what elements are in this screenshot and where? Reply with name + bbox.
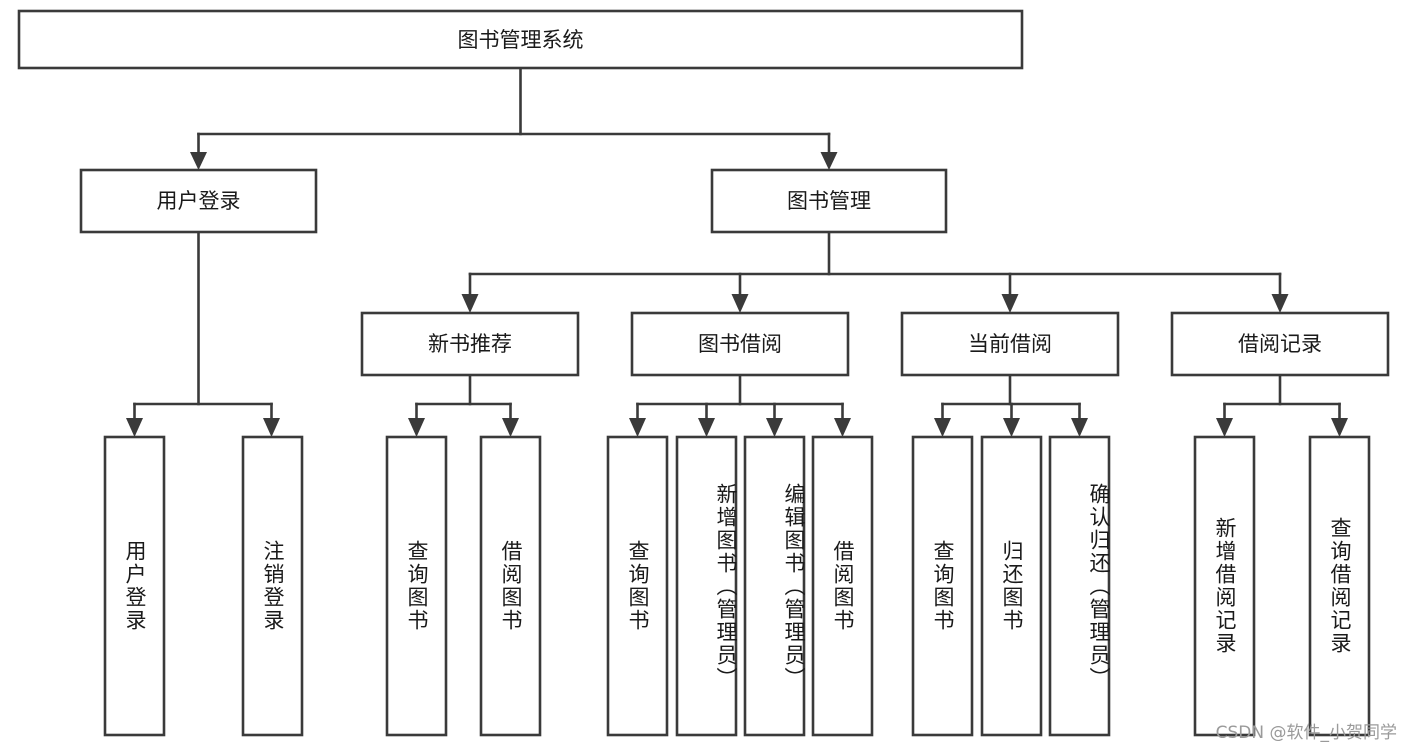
arrow-head-new-book xyxy=(461,294,479,313)
label-user-login: 用户登录 xyxy=(157,189,241,213)
arrow-head-cb-return xyxy=(1003,418,1020,437)
leaf-bb-edit-book[interactable] xyxy=(743,435,806,737)
leaf-newbook-borrow-book[interactable] xyxy=(479,435,542,737)
arrow-head-rec-add xyxy=(1216,418,1233,437)
node-layer xyxy=(17,9,1390,737)
node-new-book-recommend[interactable] xyxy=(360,311,580,377)
arrow-head-bb-edit xyxy=(766,418,783,437)
arrow-head-user-login xyxy=(190,152,207,170)
leaf-cb-query-book[interactable] xyxy=(911,435,974,737)
leaf-rec-query-record[interactable] xyxy=(1308,435,1371,737)
arrow-head-leaf-user-login xyxy=(126,418,143,437)
label-book-management: 图书管理 xyxy=(787,189,871,213)
arrow-head-newbook-borrow xyxy=(502,418,519,437)
node-borrow-records[interactable] xyxy=(1170,311,1390,377)
label-book-borrow: 图书借阅 xyxy=(698,332,782,356)
label-borrow-records: 借阅记录 xyxy=(1238,332,1322,356)
arrow-head-bb-query xyxy=(629,418,646,437)
arrow-head-book-borrow xyxy=(731,294,749,313)
node-current-borrow[interactable] xyxy=(900,311,1120,377)
arrow-head-bb-add xyxy=(698,418,715,437)
arrow-head-cb-query xyxy=(934,418,951,437)
leaf-logout[interactable] xyxy=(241,435,304,737)
arrow-head-current-borrow xyxy=(1001,294,1019,313)
leaf-bb-query-book[interactable] xyxy=(606,435,669,737)
leaf-bb-add-book[interactable] xyxy=(675,435,738,737)
node-root[interactable] xyxy=(17,9,1024,70)
leaf-bb-borrow-book[interactable] xyxy=(811,435,874,737)
label-current-borrow: 当前借阅 xyxy=(968,332,1052,356)
arrow-head-leaf-logout xyxy=(263,418,280,437)
arrow-head-cb-confirm xyxy=(1071,418,1088,437)
leaf-newbook-query-book[interactable] xyxy=(385,435,448,737)
leaf-cb-return-book[interactable] xyxy=(980,435,1043,737)
connector-layer xyxy=(126,66,1348,437)
arrow-head-bb-borrow xyxy=(834,418,851,437)
node-book-management[interactable] xyxy=(710,168,948,234)
node-book-borrow[interactable] xyxy=(630,311,850,377)
arrow-head-newbook-query xyxy=(408,418,425,437)
leaf-rec-add-record[interactable] xyxy=(1193,435,1256,737)
arrow-head-rec-query xyxy=(1331,418,1348,437)
arrow-head-borrow-records xyxy=(1271,294,1289,313)
leaf-user-login[interactable] xyxy=(103,435,166,737)
leaf-cb-confirm-return[interactable] xyxy=(1048,435,1111,737)
arrow-head-book-mgmt xyxy=(820,152,838,170)
label-root: 图书管理系统 xyxy=(458,28,584,52)
label-new-book-recommend: 新书推荐 xyxy=(428,332,512,356)
node-user-login[interactable] xyxy=(79,168,318,234)
horizontal-label-layer: 图书管理系统 用户登录 图书管理 新书推荐 图书借阅 当前借阅 借阅记录 xyxy=(157,28,1323,356)
